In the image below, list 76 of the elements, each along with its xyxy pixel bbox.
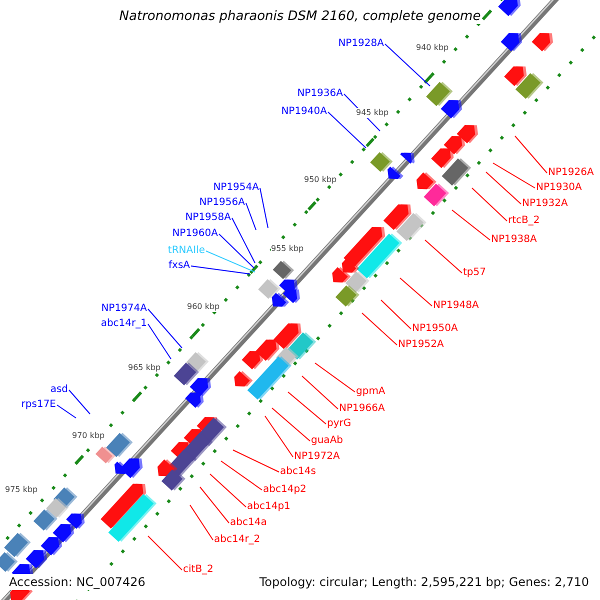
leader-line xyxy=(328,112,366,148)
gene-label: tp57 xyxy=(463,267,486,279)
leader-line xyxy=(264,416,294,458)
leader-line xyxy=(492,162,536,188)
position-tick-label: 975 kbp xyxy=(5,485,38,495)
accession-text: Accession: NC_007426 xyxy=(9,574,146,590)
leader-line xyxy=(260,188,268,228)
position-tick-label: 950 kbp xyxy=(304,175,337,185)
leader-line xyxy=(56,404,76,418)
gene-label: rps17E xyxy=(21,399,56,411)
gene-label: NP1958A xyxy=(185,212,231,224)
position-tick-label: 940 kbp xyxy=(416,43,449,53)
leader-line xyxy=(200,486,230,524)
leader-line xyxy=(288,392,326,424)
leader-line xyxy=(190,266,250,274)
gene-label: citB_2 xyxy=(183,564,214,576)
gene-label: NP1928A xyxy=(338,38,384,50)
gene-label: NP1940A xyxy=(281,106,327,118)
map-title: Natronomonas pharaonis DSM 2160, complete genome xyxy=(119,9,481,24)
gene-label: NP1974A xyxy=(101,303,147,315)
gene-label: NP1938A xyxy=(491,234,537,246)
leader-line xyxy=(472,188,508,222)
leader-line xyxy=(400,278,432,306)
leader-line xyxy=(384,44,430,86)
gene-label: abc14p1 xyxy=(247,501,290,513)
leader-line xyxy=(486,172,522,204)
leader-line xyxy=(218,234,254,268)
gene-label: abc14a xyxy=(230,517,267,529)
gene-label: NP1936A xyxy=(297,88,343,100)
gene-label: abc14r_1 xyxy=(100,318,147,330)
leader-line xyxy=(148,308,182,348)
position-tick-label: 960 kbp xyxy=(187,302,220,312)
gene-label: NP1950A xyxy=(412,323,458,335)
gene-label: pyrG xyxy=(327,418,352,430)
gene-label: abc14p2 xyxy=(263,484,306,496)
leader-line xyxy=(190,504,214,540)
leader-line xyxy=(68,390,90,414)
gene-label: gpmA xyxy=(356,386,386,398)
leader-line xyxy=(452,210,490,240)
leader-line xyxy=(232,218,256,264)
leader-line xyxy=(272,408,310,442)
genome-stats-text: Topology: circular; Length: 2,595,221 bp; Genes: 2,710 xyxy=(259,574,589,590)
position-tick-label: 955 kbp xyxy=(271,244,304,254)
leader-line xyxy=(246,202,256,230)
gene-label: guaAb xyxy=(311,435,344,447)
gene-label: NP1926A xyxy=(548,167,594,179)
gene-label: asd xyxy=(50,384,68,396)
gene-label: abc14r_2 xyxy=(214,534,260,546)
gene-label: abc14s xyxy=(280,466,316,478)
gene-label: fxsA xyxy=(168,260,190,272)
leader-line xyxy=(210,474,246,508)
leader-line xyxy=(302,376,338,410)
position-tick-label: 965 kbp xyxy=(128,363,161,373)
leader-line xyxy=(424,240,462,274)
gene-label: NP1930A xyxy=(536,182,582,194)
gene-label: NP1952A xyxy=(398,339,444,351)
position-tick-label: 945 kbp xyxy=(356,108,389,118)
gene-label: rtcB_2 xyxy=(508,215,540,227)
gene-label: tRNAIle xyxy=(168,245,205,257)
leader-line xyxy=(514,136,548,174)
gene-label: NP1954A xyxy=(213,182,259,194)
leader-line xyxy=(220,460,262,490)
leader-line xyxy=(148,324,172,360)
leader-line xyxy=(362,312,398,346)
gene-label: NP1966A xyxy=(339,403,385,415)
leader-line xyxy=(232,450,280,472)
leader-line xyxy=(206,250,256,272)
position-tick-label: 970 kbp xyxy=(72,431,105,441)
leader-line xyxy=(148,536,182,570)
gene-label: NP1948A xyxy=(433,300,479,312)
leader-line xyxy=(314,362,356,392)
gene-label: NP1960A xyxy=(172,228,218,240)
gene-label: NP1972A xyxy=(294,451,340,463)
gene-label: NP1932A xyxy=(522,198,568,210)
gene-label: NP1956A xyxy=(199,197,245,209)
leader-line xyxy=(380,300,412,330)
